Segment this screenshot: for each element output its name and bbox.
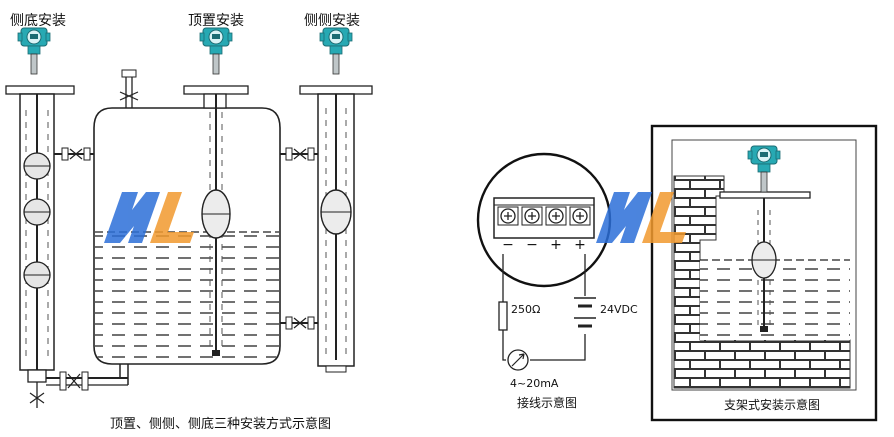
bracket-panel: 支架式安装示意图 bbox=[650, 124, 878, 422]
bottom-pipe bbox=[46, 362, 129, 391]
caption-wiring: 接线示意图 bbox=[517, 395, 577, 410]
label-side-bottom: 侧底安装 bbox=[10, 13, 66, 29]
float-ball-icon bbox=[23, 198, 51, 226]
watermark-logo bbox=[596, 192, 686, 243]
left-panel: 侧底安装 顶置安装 侧侧安装 顶置、侧侧、侧底三种安装方式示意图 bbox=[5, 13, 373, 432]
resistor-icon bbox=[498, 301, 508, 331]
terminal-screw-icon bbox=[497, 206, 519, 226]
label-top-install: 顶置安装 bbox=[188, 13, 244, 29]
caption-left: 顶置、侧侧、侧底三种安装方式示意图 bbox=[110, 416, 331, 432]
terminal-polarity: + bbox=[550, 237, 562, 253]
current-label: 4~20mA bbox=[510, 377, 559, 390]
float-ball-icon bbox=[23, 261, 51, 289]
watermark-logo: ML bbox=[104, 192, 194, 243]
terminal-polarity: + bbox=[574, 237, 586, 253]
resistor-label: 250Ω bbox=[511, 303, 540, 316]
label-side-side: 侧侧安装 bbox=[304, 13, 360, 29]
wiring-panel: − − + + 250Ω 24VDC 4~20mA 接线示意图 bbox=[476, 152, 638, 410]
caption-bracket: 支架式安装示意图 bbox=[724, 397, 820, 412]
wiring-lines bbox=[502, 254, 586, 361]
terminal-polarity: − bbox=[502, 237, 514, 253]
side-side-column bbox=[280, 27, 373, 373]
terminal-screw-icon bbox=[569, 206, 591, 226]
side-bottom-column bbox=[5, 27, 75, 408]
float-ball-icon bbox=[23, 152, 51, 180]
terminal-screw-icon bbox=[521, 206, 543, 226]
ammeter-icon bbox=[507, 349, 529, 371]
transmitter-icon bbox=[199, 27, 233, 75]
side-valve-bottom bbox=[280, 316, 318, 330]
transmitter-icon bbox=[319, 27, 353, 75]
side-valve-top bbox=[280, 147, 318, 161]
side-valve-upper bbox=[54, 147, 94, 161]
supply-label: 24VDC bbox=[600, 303, 638, 316]
bracket-arm bbox=[719, 191, 811, 199]
battery-icon bbox=[574, 297, 596, 328]
brick-wall bbox=[673, 175, 851, 389]
transmitter-icon bbox=[17, 27, 51, 75]
terminal-screw-icon bbox=[545, 206, 567, 226]
terminal-polarity: − bbox=[526, 237, 538, 253]
